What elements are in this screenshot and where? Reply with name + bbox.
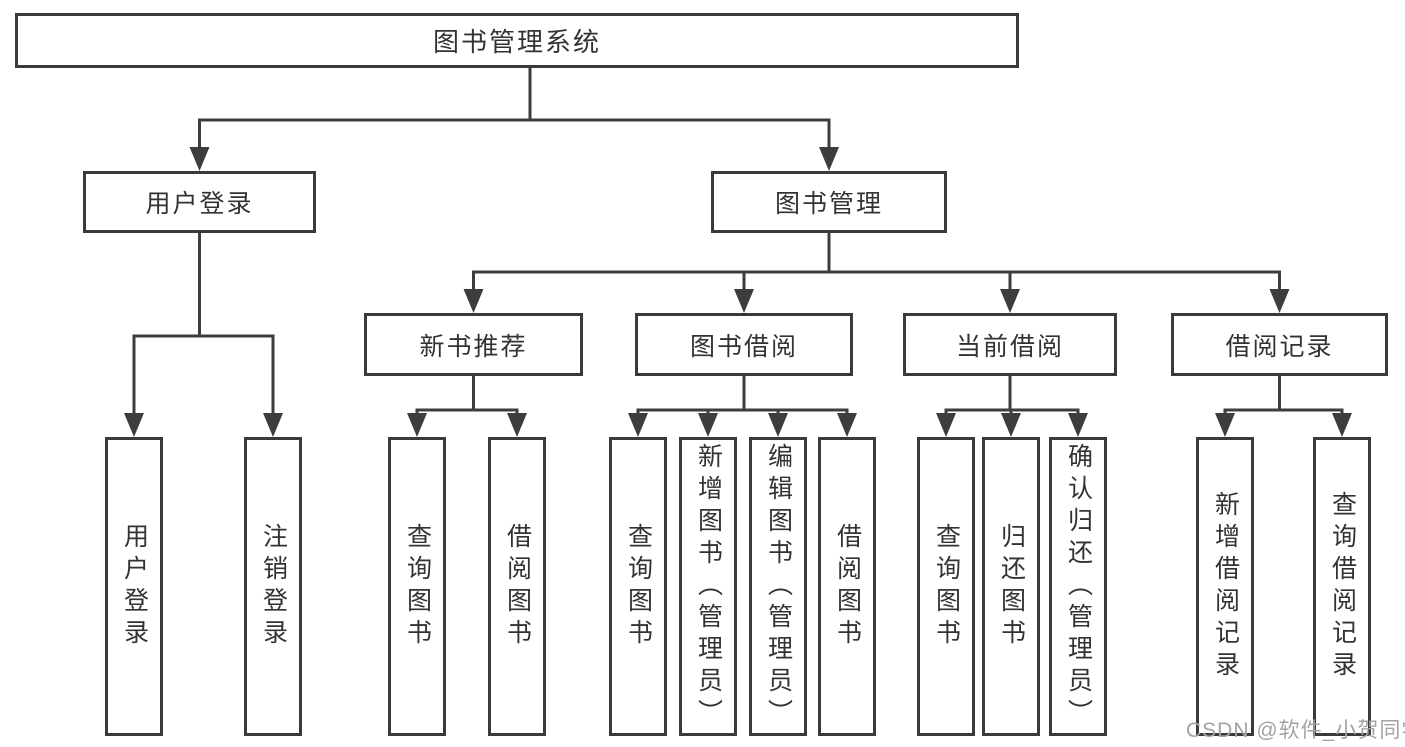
leaf-user-login-label: 用户登录 bbox=[120, 522, 149, 651]
leaf-borrow-books-2-label: 借阅图书 bbox=[833, 522, 862, 651]
leaf-edit-books-admin-label: 编辑图书（管理员） bbox=[764, 442, 793, 731]
connector-borrowing-leaves bbox=[636, 376, 849, 415]
node-current-borrowing: 当前借阅 bbox=[903, 313, 1117, 376]
leaf-confirm-return-admin-label: 确认归还（管理员） bbox=[1064, 442, 1093, 731]
leaf-add-books-admin-label: 新增图书（管理员） bbox=[694, 442, 723, 731]
leaf-logout: 注销登录 bbox=[244, 437, 302, 736]
node-user-login-label: 用户登录 bbox=[145, 190, 254, 218]
arrowheads bbox=[124, 147, 1352, 437]
node-book-management: 图书管理 bbox=[711, 171, 947, 233]
leaf-query-books-1-label: 查询图书 bbox=[403, 522, 432, 651]
connector-current-leaves bbox=[944, 376, 1080, 415]
node-root-label: 图书管理系统 bbox=[432, 27, 601, 57]
leaf-return-books-label: 归还图书 bbox=[997, 522, 1026, 651]
leaf-borrow-books-1-label: 借阅图书 bbox=[503, 522, 532, 651]
connector-mgmt-level2 bbox=[472, 233, 1281, 289]
node-book-management-label: 图书管理 bbox=[774, 190, 883, 218]
leaf-query-borrow-record: 查询借阅记录 bbox=[1313, 437, 1371, 736]
leaf-borrow-books-1: 借阅图书 bbox=[488, 437, 546, 736]
connector-root-level1 bbox=[198, 68, 831, 150]
node-borrowing-records-label: 借阅记录 bbox=[1225, 332, 1334, 361]
leaf-query-books-2-label: 查询图书 bbox=[624, 522, 653, 651]
leaf-add-borrow-record-label: 新增借阅记录 bbox=[1211, 490, 1240, 683]
node-new-book-recommend-label: 新书推荐 bbox=[419, 332, 528, 361]
leaf-user-login: 用户登录 bbox=[105, 437, 163, 736]
connector-records-leaves bbox=[1223, 376, 1344, 415]
connector-login-leaves bbox=[132, 233, 275, 415]
node-new-book-recommend: 新书推荐 bbox=[364, 313, 583, 376]
node-user-login: 用户登录 bbox=[83, 171, 316, 233]
node-book-borrowing: 图书借阅 bbox=[635, 313, 853, 376]
leaf-query-books-3: 查询图书 bbox=[917, 437, 975, 736]
watermark-text: CSDN @软件_小贺同学 bbox=[1186, 719, 1405, 742]
leaf-query-borrow-record-label: 查询借阅记录 bbox=[1328, 490, 1357, 683]
node-root: 图书管理系统 bbox=[15, 13, 1019, 68]
leaf-query-books-1: 查询图书 bbox=[388, 437, 446, 736]
leaf-query-books-3-label: 查询图书 bbox=[932, 522, 961, 651]
node-borrowing-records: 借阅记录 bbox=[1171, 313, 1388, 376]
leaf-add-books-admin: 新增图书（管理员） bbox=[679, 437, 737, 736]
connector-recommend-leaves bbox=[415, 376, 519, 415]
leaf-query-books-2: 查询图书 bbox=[609, 437, 667, 736]
leaf-edit-books-admin: 编辑图书（管理员） bbox=[749, 437, 807, 736]
node-book-borrowing-label: 图书借阅 bbox=[689, 332, 798, 361]
leaf-borrow-books-2: 借阅图书 bbox=[818, 437, 876, 736]
leaf-return-books: 归还图书 bbox=[982, 437, 1040, 736]
leaf-add-borrow-record: 新增借阅记录 bbox=[1196, 437, 1254, 736]
node-current-borrowing-label: 当前借阅 bbox=[955, 332, 1064, 361]
leaf-confirm-return-admin: 确认归还（管理员） bbox=[1049, 437, 1107, 736]
leaf-logout-label: 注销登录 bbox=[259, 522, 288, 651]
